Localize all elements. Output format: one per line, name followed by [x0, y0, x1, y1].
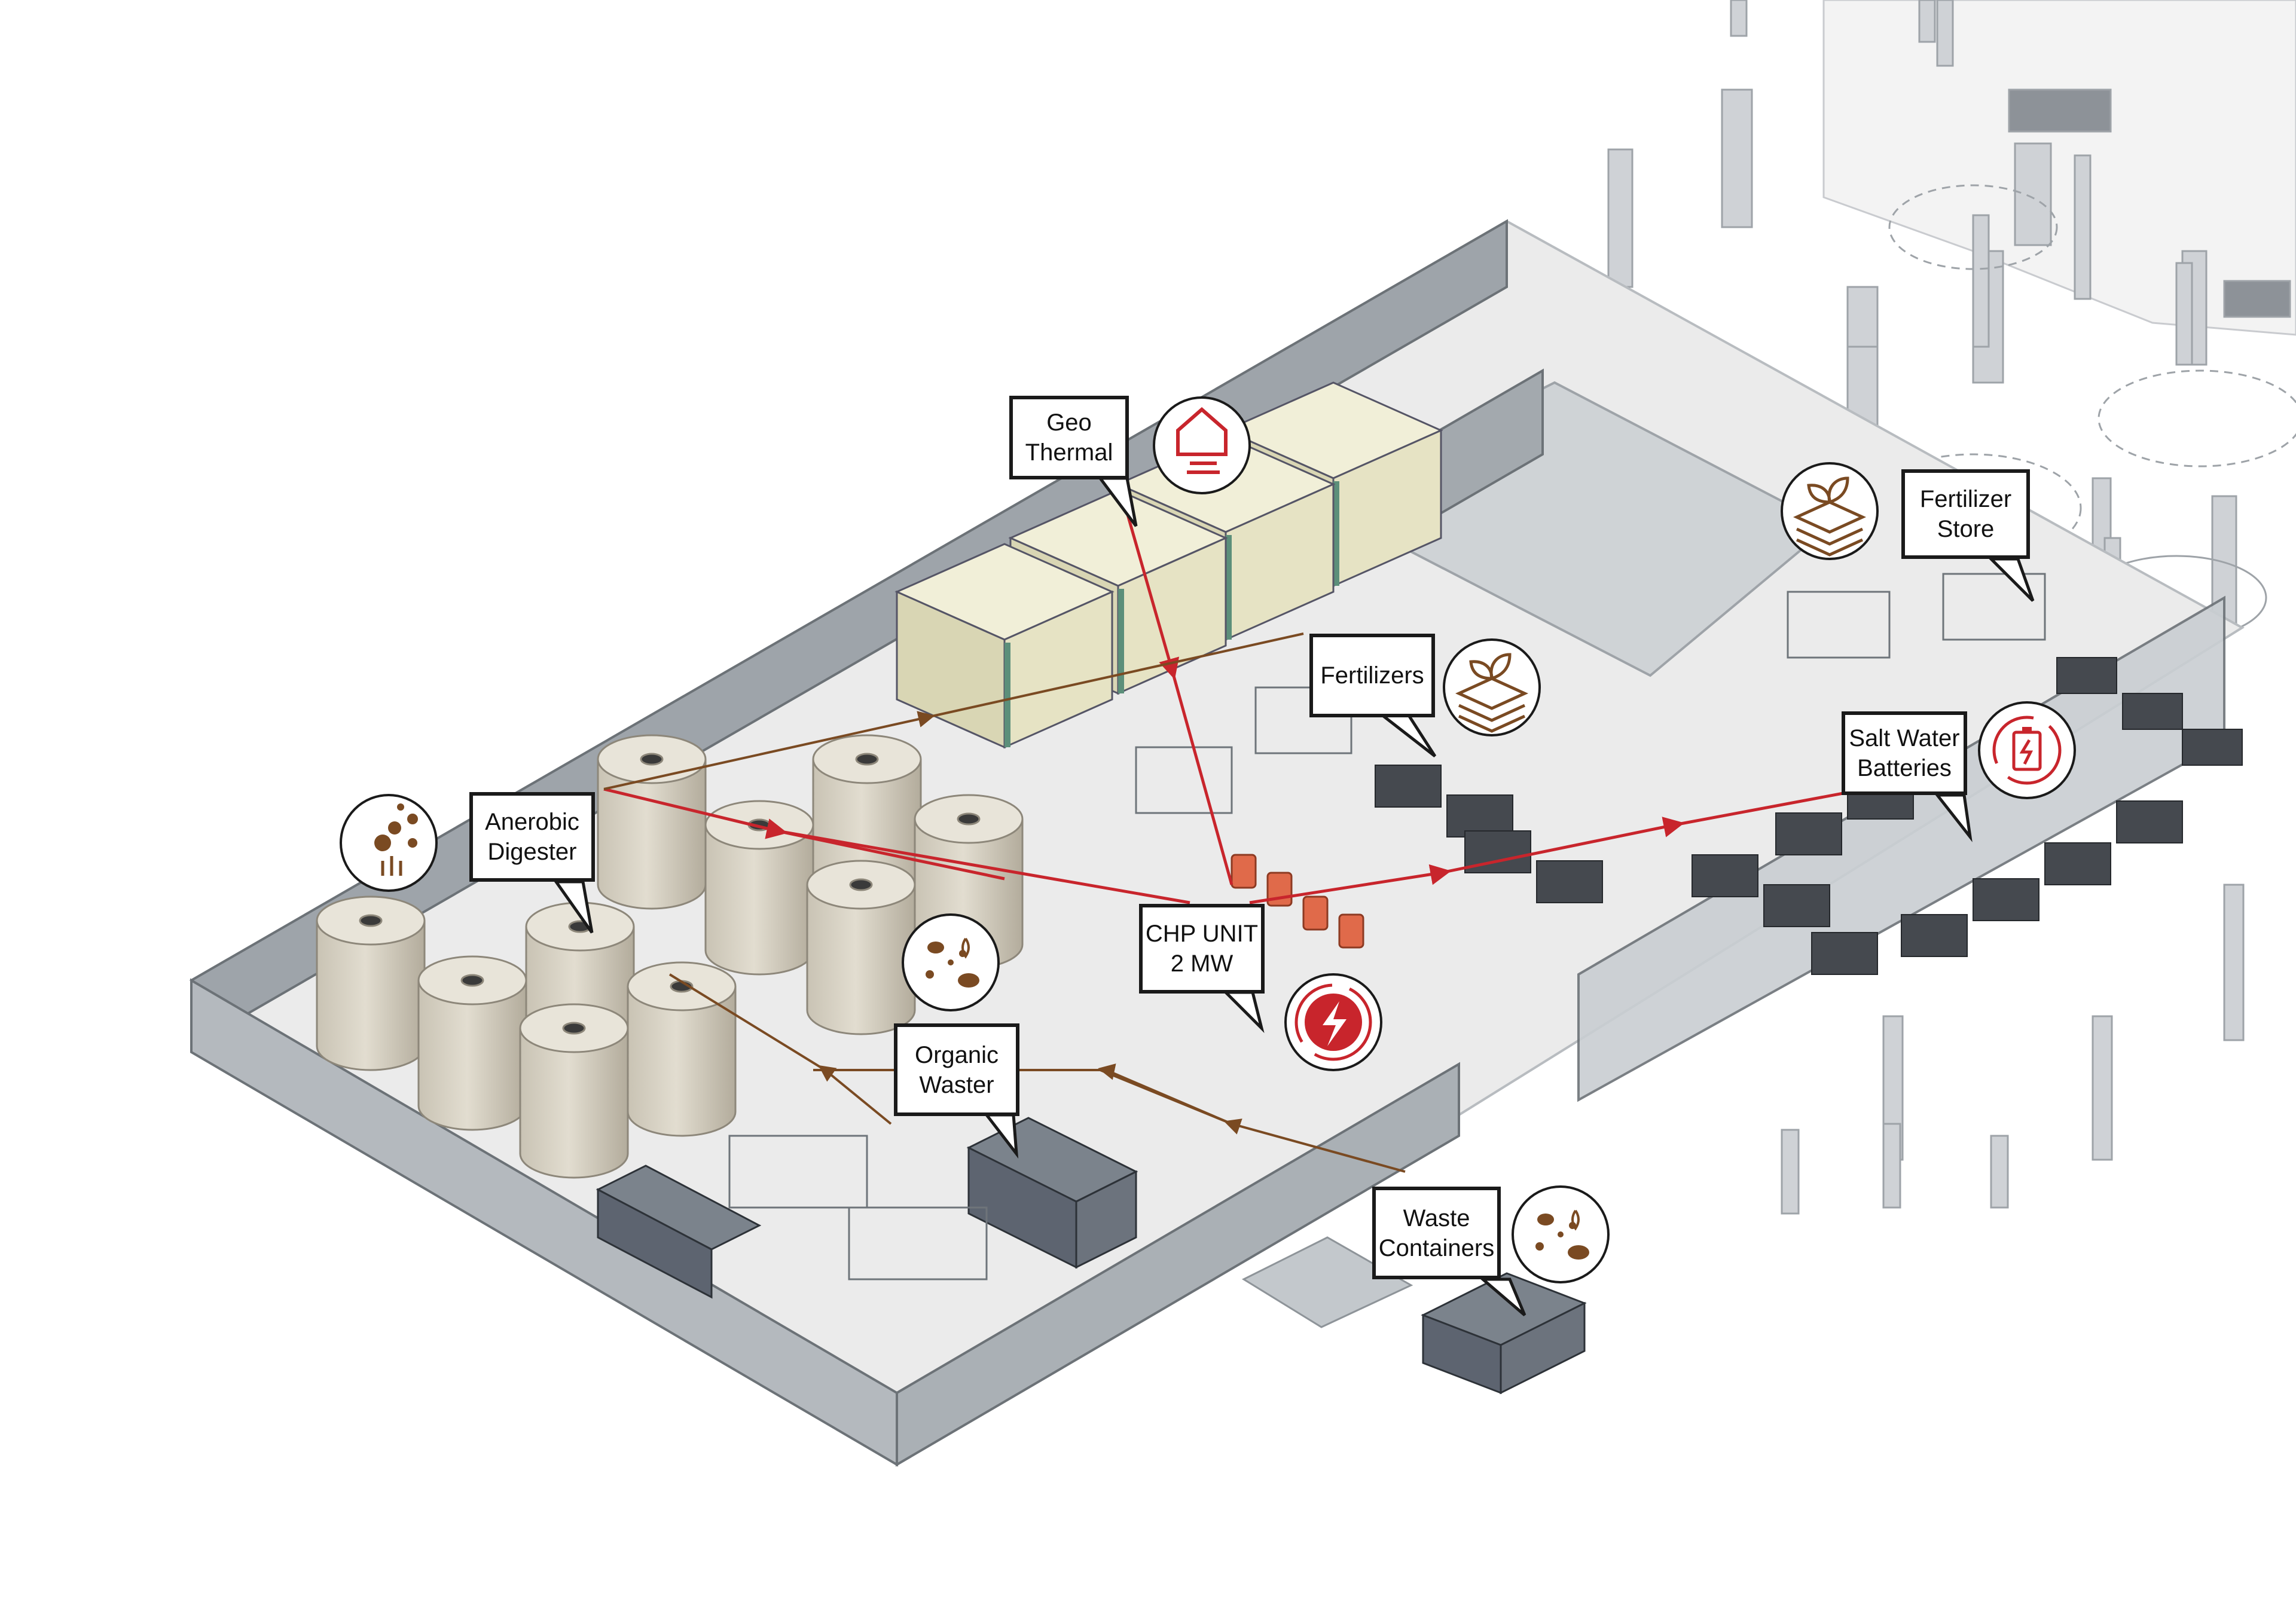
label-line: Geo — [1046, 409, 1092, 436]
callout-fertilizer-store: Fertilizer Store — [1901, 469, 2030, 559]
chp-drums — [1231, 854, 1364, 949]
label-line: Fertilizer — [1919, 486, 2012, 512]
battery-charge-icon — [1978, 701, 2076, 799]
flow-chp-to-batteries — [1249, 787, 1866, 904]
waste-container — [1421, 1272, 1587, 1395]
background-structures — [1607, 0, 2296, 1215]
organic-waste-icon — [902, 913, 1000, 1011]
flow-digester-to-geo — [603, 632, 1304, 790]
tank — [417, 955, 527, 1131]
callout-waste-containers: Waste Containers — [1372, 1187, 1501, 1279]
flow-digester-to-chp-2 — [777, 829, 1005, 881]
geothermal-house-icon — [1153, 396, 1251, 494]
callout-salt-water-batteries: Salt Water Batteries — [1842, 711, 1967, 795]
fertilizer-layers-icon — [1443, 638, 1541, 736]
label-line: Waster — [919, 1071, 994, 1098]
energy-flows — [603, 502, 1866, 904]
digester-bubbles-icon — [340, 794, 438, 892]
label-line: Digester — [487, 839, 577, 865]
label-line: Waste — [1403, 1205, 1470, 1231]
fertilizer-layers-icon — [1781, 462, 1879, 560]
flow-geo-to-chp — [1122, 502, 1234, 885]
callout-anaerobic-digester: Anerobic Digester — [469, 792, 595, 882]
tank — [704, 800, 814, 976]
tank — [597, 734, 707, 910]
label-line: 2 MW — [1170, 950, 1234, 977]
digester-tanks — [316, 734, 1024, 1179]
callout-fertilizers: Fertilizers — [1309, 634, 1435, 717]
callout-geo-thermal: Geo Thermal — [1009, 396, 1129, 479]
tank — [519, 1003, 629, 1179]
label-line: Store — [1937, 516, 1995, 542]
callout-organic-waster: Organic Waster — [894, 1023, 1019, 1116]
label-line: Fertilizers — [1320, 662, 1424, 689]
generator-block — [894, 543, 1115, 749]
tank — [627, 961, 737, 1137]
callout-chp-unit: CHP UNIT 2 MW — [1139, 904, 1265, 994]
floor-pad — [1241, 1236, 1413, 1328]
geothermal-generators — [894, 381, 1443, 749]
storage-container — [596, 1164, 762, 1299]
label-line: Containers — [1378, 1234, 1495, 1261]
label-line: Batteries — [1857, 755, 1952, 781]
label-line: Anerobic — [485, 809, 579, 835]
tank — [316, 895, 426, 1071]
equipment-racks — [728, 573, 2046, 1280]
flow-organic-to-digester — [668, 973, 892, 1125]
label-line: CHP UNIT — [1145, 921, 1259, 947]
label-line: Organic — [914, 1041, 999, 1068]
label-line: Salt Water — [1849, 725, 1960, 751]
battery-stacks — [1375, 657, 2243, 975]
label-line: Thermal — [1025, 439, 1113, 466]
organic-waste-icon — [1512, 1185, 1610, 1283]
tank — [806, 860, 916, 1035]
lightning-cycle-icon — [1284, 973, 1382, 1071]
